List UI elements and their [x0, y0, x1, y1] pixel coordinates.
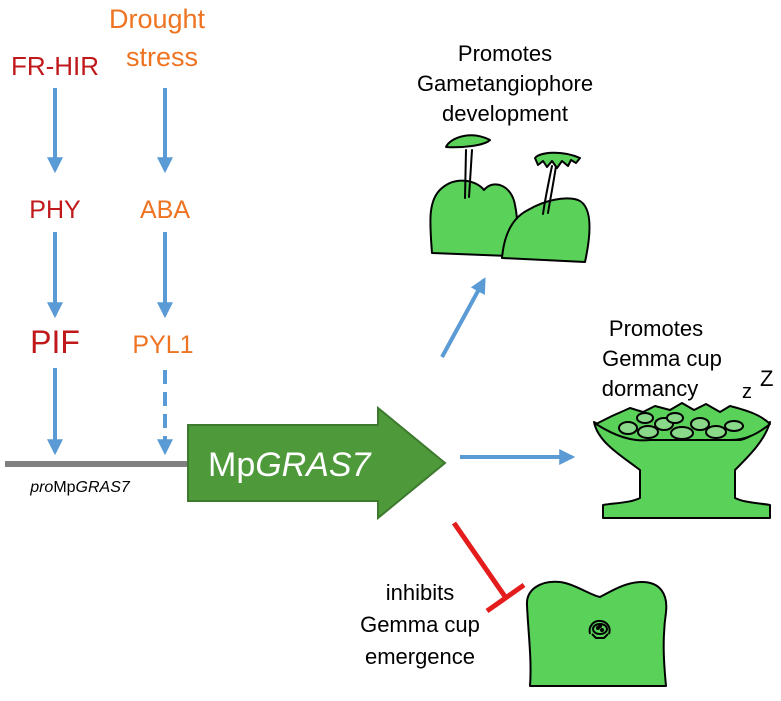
pif-label: PIF [30, 324, 80, 360]
gemma-cup-emergence-drawing [525, 580, 668, 687]
fr-hir-label: FR-HIR [11, 51, 99, 81]
to-gametangiophore-arrow [440, 277, 486, 358]
dormancy-text-line1: Promotes [609, 316, 703, 341]
sleep-z-big: Z [760, 366, 773, 391]
drought-label-line1: Drought [109, 4, 206, 34]
gametangiophore-text-line3: development [442, 101, 568, 126]
sleep-z-small: z [742, 381, 752, 403]
drought-label-line2: stress [126, 42, 198, 72]
phy-label: PHY [29, 196, 81, 224]
aba-label: ABA [140, 196, 190, 224]
inhibition-bar-arrow [451, 521, 526, 614]
gene-label: MpGRAS7 [208, 446, 372, 484]
dormancy-text-line3: dormancy [602, 376, 699, 401]
emergence-text-line2: Gemma cup [360, 612, 480, 637]
emergence-text-line3: emergence [365, 644, 475, 669]
promoter-label: proMpGRAS7 [29, 479, 131, 496]
gene-arrow-shape [187, 405, 447, 521]
gametangiophore-text-line2: Gametangiophore [417, 71, 593, 96]
gametangiophore-drawing [429, 134, 591, 263]
gametangiophore-text-line1: Promotes [458, 41, 552, 66]
emergence-text-line1: inhibits [386, 580, 454, 605]
gemma-cup-dormant-drawing [593, 402, 771, 519]
pyl1-label: PYL1 [132, 331, 193, 359]
dormancy-text-line2: Gemma cup [602, 346, 722, 371]
